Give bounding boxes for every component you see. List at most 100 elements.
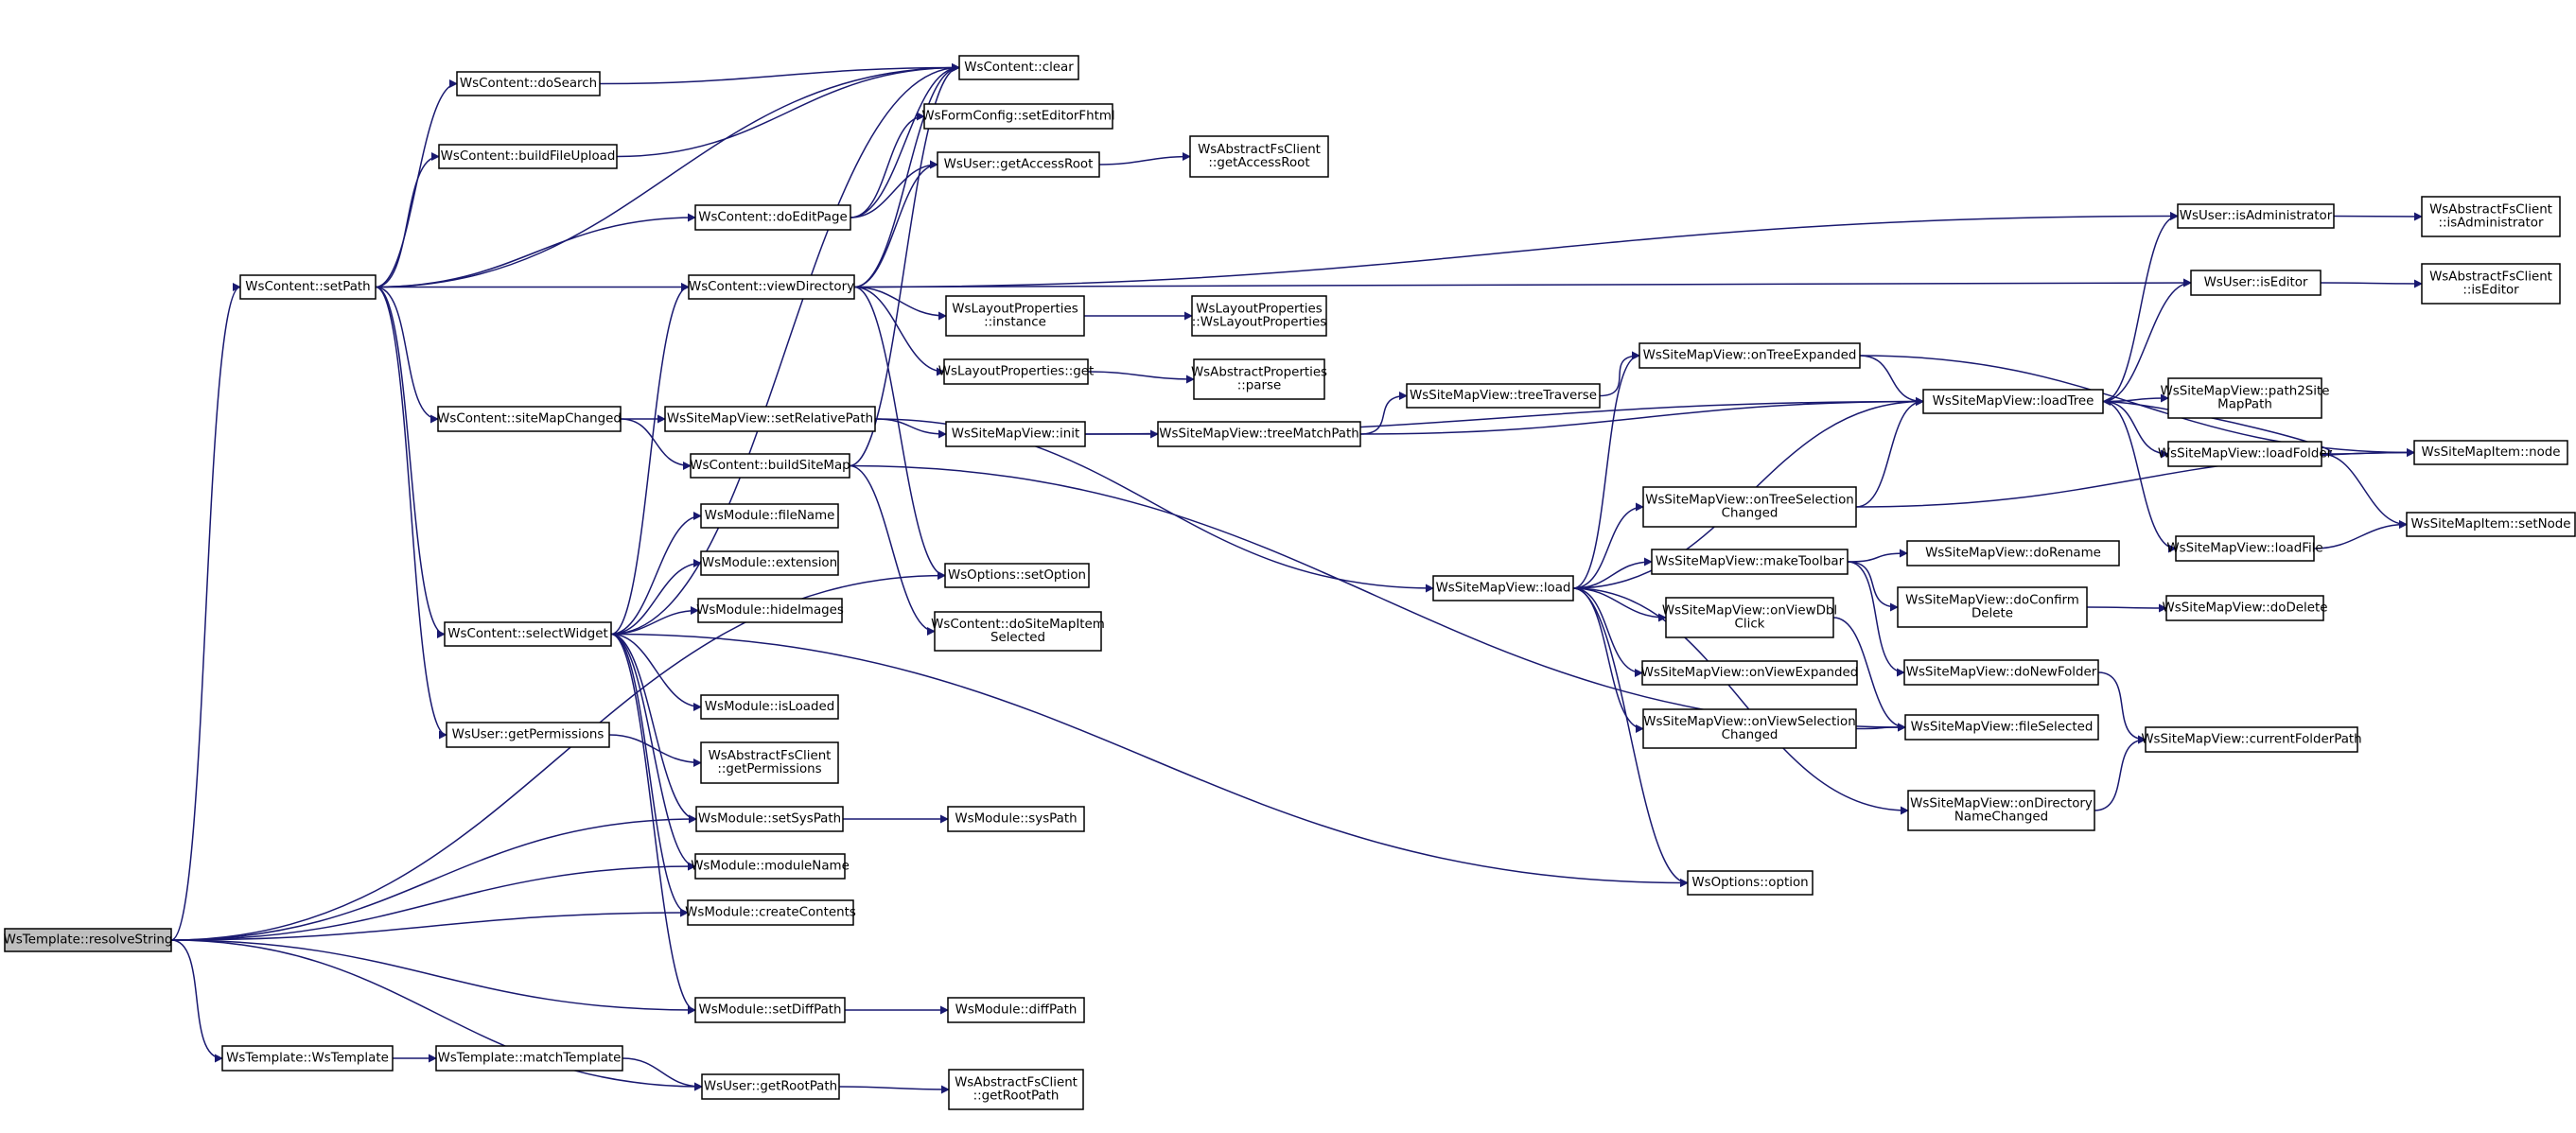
- node-build-site-map[interactable]: WsContent::buildSiteMap: [690, 453, 850, 479]
- node-do-delete[interactable]: WsSiteMapView::doDelete: [2163, 595, 2328, 621]
- node-box: [2406, 512, 2576, 537]
- node-afc-get-permissions[interactable]: WsAbstractFsClient::getPermissions: [700, 741, 839, 784]
- node-lp-ctor[interactable]: WsLayoutProperties::WsLayoutProperties: [1191, 295, 1327, 337]
- node-do-new-folder[interactable]: WsSiteMapView::doNewFolder: [1903, 659, 2099, 686]
- node-site-map-item-node[interactable]: WsSiteMapItem::node: [2413, 440, 2568, 465]
- edge-smv-load-to-make-toolbar: [1572, 557, 1653, 589]
- node-diff-path[interactable]: WsModule::diffPath: [947, 997, 1085, 1023]
- node-resolve-string[interactable]: WsTemplate::resolveString: [4, 928, 173, 952]
- edge-site-map-changed-to-build-site-map: [620, 418, 692, 470]
- node-set-option[interactable]: WsOptions::setOption: [944, 563, 1090, 588]
- node-create-contents[interactable]: WsModule::createContents: [685, 899, 856, 926]
- node-do-edit-page[interactable]: WsContent::doEditPage: [694, 204, 851, 231]
- node-box: [1406, 383, 1601, 409]
- node-hide-images[interactable]: WsModule::hideImages: [696, 598, 844, 623]
- node-label: ::isAdministrator: [2438, 217, 2543, 231]
- node-module-name[interactable]: WsModule::moduleName: [691, 853, 850, 880]
- node-make-toolbar[interactable]: WsSiteMapView::makeToolbar: [1651, 549, 1849, 575]
- edge-view-directory-to-lp-instance: [853, 286, 947, 321]
- edge-view-directory-to-is-administrator: [853, 212, 2179, 288]
- node-ap-parse[interactable]: WsAbstractProperties::parse: [1191, 358, 1327, 400]
- node-clear[interactable]: WsContent::clear: [958, 55, 1079, 80]
- node-box: [4, 928, 172, 952]
- node-ws-template[interactable]: WsTemplate::WsTemplate: [221, 1045, 394, 1072]
- edge-load-tree-to-is-editor: [2102, 278, 2192, 403]
- node-box: [1189, 135, 1329, 178]
- node-tree-traverse[interactable]: WsSiteMapView::treeTraverse: [1406, 383, 1601, 409]
- node-get-permissions[interactable]: WsUser::getPermissions: [446, 722, 610, 748]
- node-box: [2421, 196, 2561, 237]
- node-set-path[interactable]: WsContent::setPath: [239, 274, 377, 300]
- edge-load-folder-to-site-map-item-node: [2321, 448, 2415, 458]
- node-do-rename[interactable]: WsSiteMapView::doRename: [1906, 540, 2120, 566]
- node-current-folder-path[interactable]: WsSiteMapView::currentFolderPath: [2141, 726, 2362, 753]
- edge-view-directory-to-set-option: [853, 286, 946, 580]
- node-afc-get-access-root[interactable]: WsAbstractFsClient::getAccessRoot: [1189, 135, 1329, 178]
- edge-do-edit-page-to-get-access-root: [850, 160, 938, 218]
- node-on-tree-expanded[interactable]: WsSiteMapView::onTreeExpanded: [1638, 342, 1861, 369]
- node-set-sys-path[interactable]: WsModule::setSysPath: [695, 806, 844, 832]
- node-label: WsLayoutProperties: [1196, 303, 1322, 317]
- node-smv-init[interactable]: WsSiteMapView::init: [945, 421, 1086, 447]
- node-is-administrator[interactable]: WsUser::isAdministrator: [2177, 203, 2335, 229]
- node-do-search[interactable]: WsContent::doSearch: [456, 71, 601, 96]
- node-afc-is-administrator[interactable]: WsAbstractFsClient::isAdministrator: [2421, 196, 2561, 237]
- node-ws-option[interactable]: WsOptions::option: [1687, 870, 1814, 896]
- node-is-loaded[interactable]: WsModule::isLoaded: [700, 694, 839, 720]
- node-box: [1642, 486, 1857, 528]
- node-box: [1907, 790, 2095, 831]
- node-box: [937, 151, 1100, 178]
- node-sys-path[interactable]: WsModule::sysPath: [947, 806, 1085, 832]
- node-box: [2421, 263, 2561, 305]
- edge-smv-load-to-on-view-expanded: [1572, 587, 1643, 677]
- edge-select-widget-to-extension: [610, 559, 702, 636]
- node-set-editor-fhtml[interactable]: WsFormConfig::setEditorFhtml: [921, 103, 1115, 130]
- node-set-relative-path[interactable]: WsSiteMapView::setRelativePath: [664, 406, 876, 432]
- node-get-root-path[interactable]: WsUser::getRootPath: [701, 1073, 840, 1100]
- edge-smv-load-to-on-tree-expanded: [1572, 351, 1640, 589]
- node-afc-get-root-path[interactable]: WsAbstractFsClient::getRootPath: [948, 1069, 1084, 1110]
- node-load-tree[interactable]: WsSiteMapView::loadTree: [1922, 389, 2104, 414]
- edge-load-folder-to-load-tree: [2102, 397, 2332, 455]
- node-afc-is-editor[interactable]: WsAbstractFsClient::isEditor: [2421, 263, 2561, 305]
- node-set-diff-path[interactable]: WsModule::setDiffPath: [694, 997, 846, 1023]
- node-match-template[interactable]: WsTemplate::matchTemplate: [435, 1045, 623, 1072]
- node-smv-load[interactable]: WsSiteMapView::load: [1432, 575, 1574, 601]
- node-select-widget[interactable]: WsContent::selectWidget: [444, 621, 612, 647]
- node-view-directory[interactable]: WsContent::viewDirectory: [688, 274, 855, 300]
- node-box: [1665, 597, 1834, 638]
- node-box: [1191, 295, 1327, 337]
- node-extension[interactable]: WsModule::extension: [700, 550, 839, 576]
- node-get-access-root[interactable]: WsUser::getAccessRoot: [937, 151, 1100, 178]
- node-site-map-changed[interactable]: WsContent::siteMapChanged: [437, 406, 622, 432]
- node-box: [437, 406, 622, 432]
- node-lp-instance[interactable]: WsLayoutProperties::instance: [945, 295, 1085, 337]
- node-file-name[interactable]: WsModule::fileName: [700, 503, 839, 529]
- edge-make-toolbar-to-do-rename: [1847, 549, 1908, 563]
- node-label: ::getRootPath: [973, 1089, 1060, 1104]
- node-load-file[interactable]: WsSiteMapView::loadFile: [2166, 535, 2323, 562]
- node-lp-get[interactable]: WsLayoutProperties::get: [938, 358, 1094, 385]
- node-tree-match-path[interactable]: WsSiteMapView::treeMatchPath: [1157, 421, 1361, 447]
- node-label: WsOptions::option: [1691, 876, 1808, 890]
- node-is-editor[interactable]: WsUser::isEditor: [2190, 270, 2322, 296]
- node-site-map-item-set-node[interactable]: WsSiteMapItem::setNode: [2406, 512, 2576, 537]
- node-on-view-expanded[interactable]: WsSiteMapView::onViewExpanded: [1641, 660, 1859, 686]
- node-label: WsUser::getRootPath: [704, 1080, 837, 1094]
- node-build-file-upload[interactable]: WsContent::buildFileUpload: [438, 144, 618, 169]
- edge-select-widget-to-create-contents: [610, 633, 689, 917]
- node-label: WsAbstractFsClient: [2429, 203, 2552, 218]
- node-label: WsSiteMapView::onViewExpanded: [1641, 666, 1859, 680]
- edge-select-widget-to-set-diff-path: [610, 633, 696, 1015]
- node-file-selected[interactable]: WsSiteMapView::fileSelected: [1904, 714, 2099, 741]
- edge-resolve-string-to-set-diff-path: [170, 939, 696, 1015]
- node-load-folder[interactable]: WsSiteMapView::loadFolder: [2158, 441, 2333, 467]
